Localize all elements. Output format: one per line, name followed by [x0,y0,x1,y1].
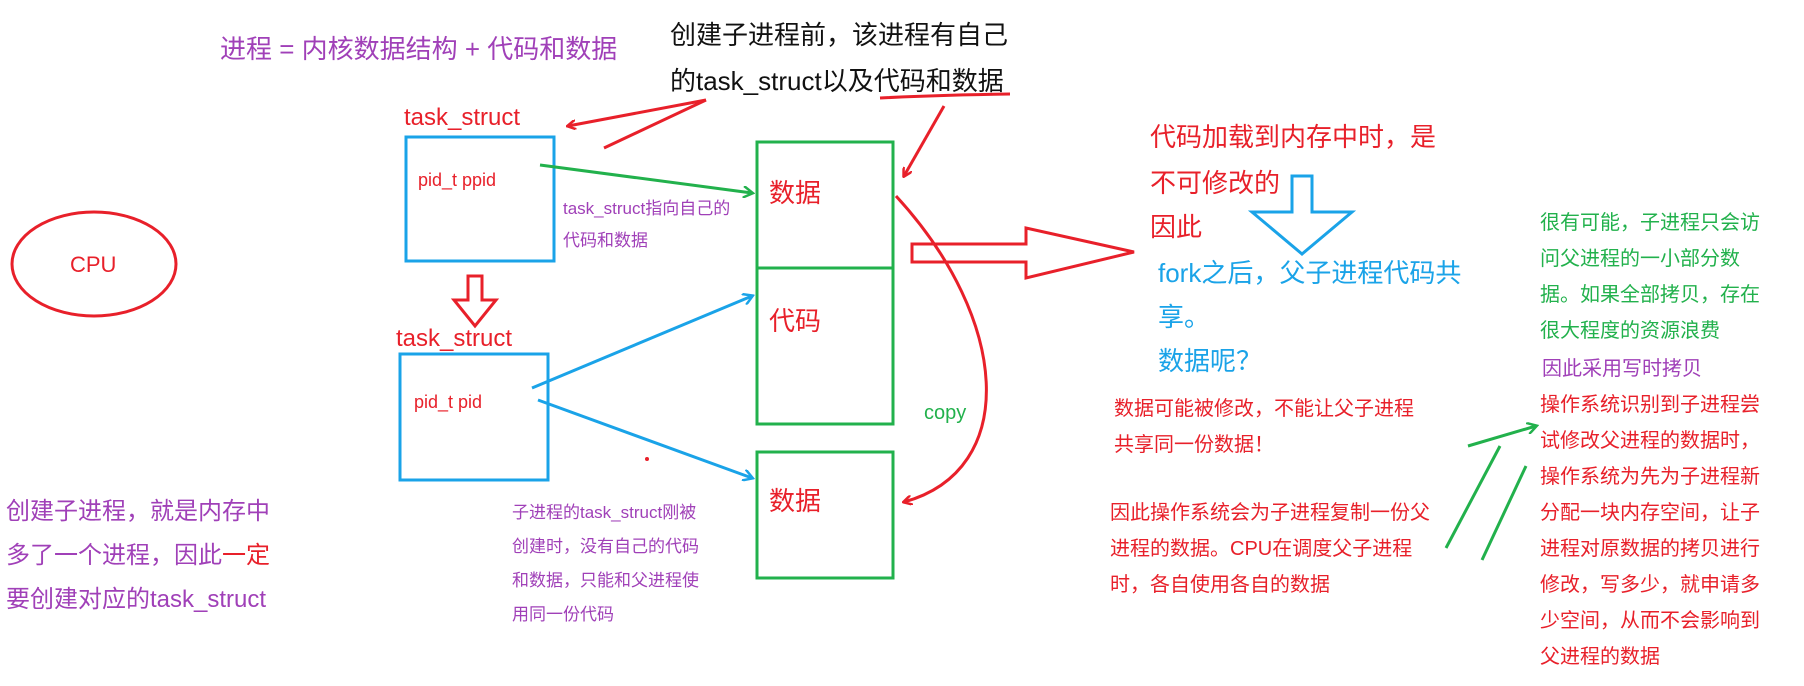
cpu-label: CPU [70,252,117,277]
data-mod-line2: 共享同一份数据！ [1114,434,1274,456]
data-mod-line1: 数据可能被修改，不能让父子进程 [1114,398,1414,420]
os-copy-line2: 进程的数据。CPU在调度父子进程 [1110,538,1413,560]
copy-label: copy [924,402,967,424]
os-detect-line3: 操作系统为先为子进程新 [1540,466,1760,488]
cow-text: 因此采用写时拷贝 [1542,358,1702,380]
green-line-2 [1480,465,1528,561]
code-load-line1: 代码加载到内存中时，是 [1150,122,1437,152]
red-underline [879,92,1011,100]
green-line-1 [1444,445,1502,549]
red-arrow-to-task-struct-tail [603,98,707,150]
os-copy-line1: 因此操作系统会为子进程复制一份父 [1110,502,1430,524]
parent-field: pid_t ppid [418,170,497,190]
os-detect-line1: 操作系统识别到子进程尝 [1540,394,1760,416]
green-arrow-parent-to-data [539,163,752,193]
code-block [755,266,895,426]
parent-task-struct-box [404,135,556,263]
before-fork-line2: 的task_struct以及代码和数据 [670,66,1004,96]
fork-line1: fork之后，父子进程代码共 [1158,258,1462,288]
data-block-bottom-label: 数据 [769,486,822,516]
child-note-line2: 创建时，没有自己的代码 [512,537,699,556]
left-note-line1: 创建子进程，就是内存中 [6,498,270,525]
os-detect-line7: 少空间，从而不会影响到 [1540,610,1760,632]
hollow-down-arrow [450,274,500,329]
parent-task-struct-label: task_struct [404,104,521,131]
blue-arrow-child-to-code [531,296,752,390]
left-note-line3: 要创建对应的task_struct [6,586,267,613]
green-arrow-to-right-text [1467,426,1536,448]
child-note-line3: 和数据，只能和父进程使 [512,571,699,590]
left-note-line2-part1: 多了一个进程，因此 [6,542,222,569]
os-detect-line2: 试修改父进程的数据时， [1540,430,1760,452]
red-arrow-to-task-struct [568,98,707,126]
child-task-struct-box [398,352,550,482]
child-task-struct-label: task_struct [396,325,513,352]
possible-line1: 很有可能，子进程只会访 [1540,212,1760,234]
code-load-line2: 不可修改的 [1150,168,1281,198]
possible-line2: 问父进程的一小部分数 [1540,248,1740,270]
possible-line3: 据。如果全部拷贝，存在 [1540,284,1760,306]
red-dot [645,457,649,461]
formula-text: 进程 = 内核数据结构 + 代码和数据 [220,34,618,64]
parent-note-line2: 代码和数据 [563,231,648,250]
os-detect-line5: 进程对原数据的拷贝进行 [1540,538,1760,560]
child-field: pid_t pid [414,392,483,412]
data-block-top-label: 数据 [769,178,822,208]
hollow-right-arrow [910,226,1135,280]
cpu-ellipse [10,210,178,318]
os-detect-line4: 分配一块内存空间，让子 [1540,502,1760,524]
os-detect-line8: 父进程的数据 [1540,646,1660,668]
blue-hollow-down-arrow [1247,174,1357,256]
fork-line2: 享。 [1158,302,1211,332]
blue-arrow-child-to-data [537,398,752,478]
code-block-label: 代码 [769,306,822,336]
data-block-bottom [755,450,895,580]
parent-note-line1: task_struct指向自己的 [563,199,731,218]
child-note-line4: 用同一份代码 [512,605,614,624]
possible-line4: 很大程度的资源浪费 [1540,320,1720,342]
before-fork-line1: 创建子进程前，该进程有自己 [670,20,1009,50]
code-load-line3: 因此 [1150,212,1203,242]
os-detect-line6: 修改，写多少，就申请多 [1540,574,1760,596]
os-copy-line3: 时，各自使用各自的数据 [1110,574,1330,596]
left-note-line2-part2: 一定 [222,542,270,569]
left-note-line2: 多了一个进程，因此一定 [6,540,270,572]
copy-curve-arrow [894,194,988,502]
red-arrow-to-data-block [904,105,946,176]
child-note-line1: 子进程的task_struct刚被 [512,503,697,522]
fork-line3: 数据呢？ [1158,346,1263,376]
